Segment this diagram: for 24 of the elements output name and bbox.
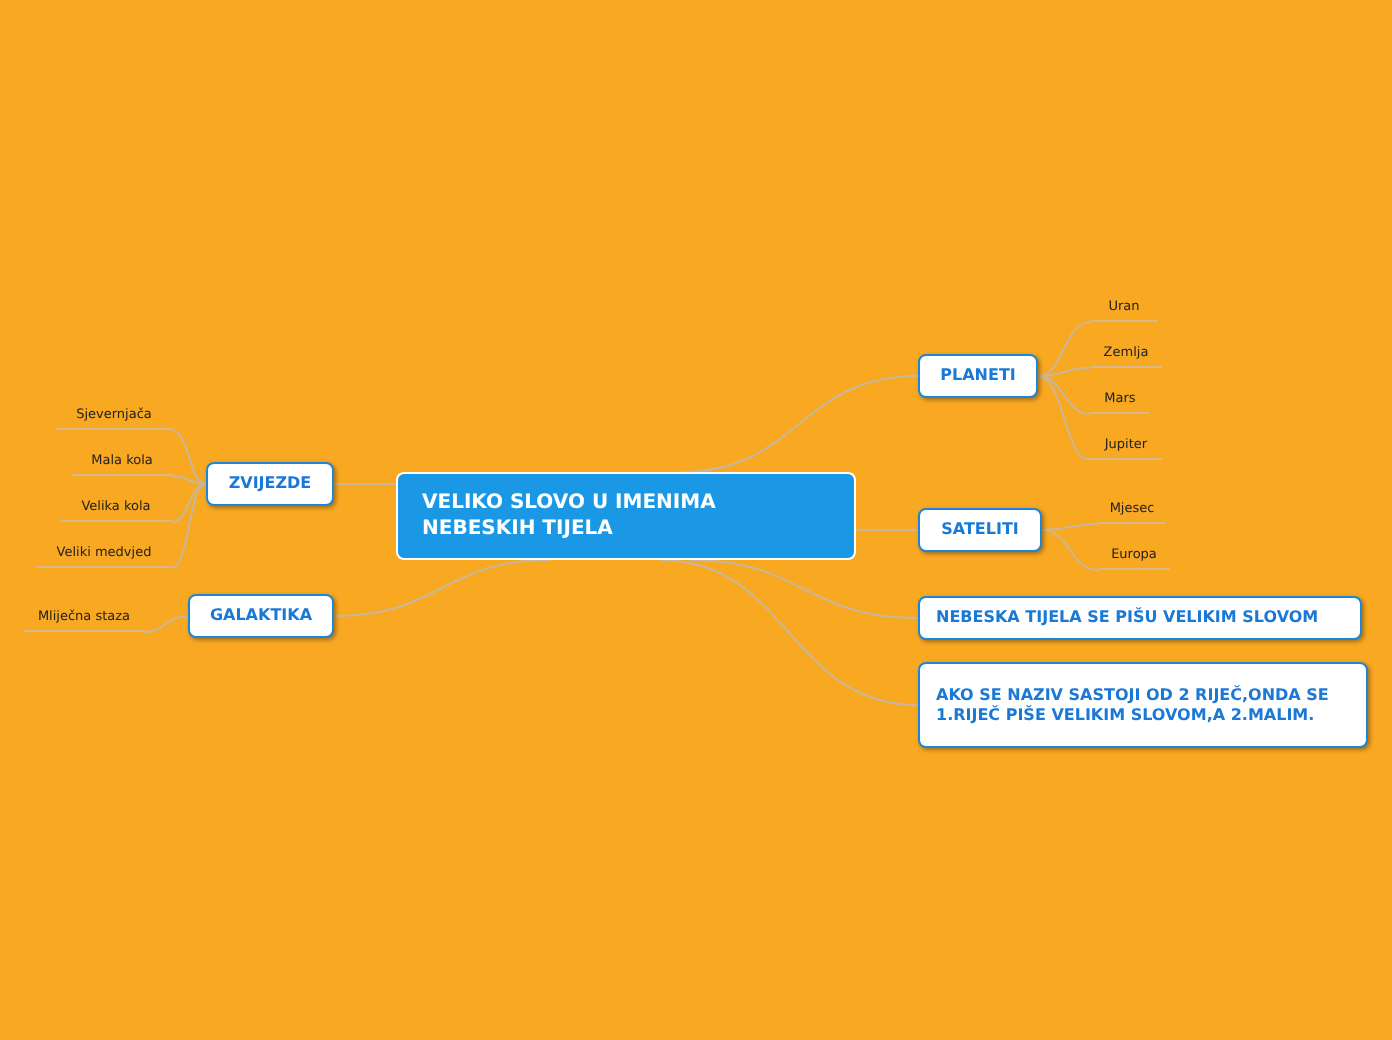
topic-box: ZVIJEZDE	[206, 462, 334, 506]
topic-box: SATELITI	[918, 508, 1042, 552]
topic-box: PLANETI	[918, 354, 1038, 398]
connector-line	[143, 615, 189, 633]
connector-line	[855, 529, 919, 531]
connector-line	[1037, 367, 1091, 377]
connector-line	[1041, 529, 1099, 571]
connector-line	[171, 483, 207, 569]
connector-line	[689, 559, 919, 619]
connector-line	[171, 475, 207, 485]
connector-line	[1037, 375, 1091, 415]
topic-box: AKO SE NAZIV SASTOJI OD 2 RIJEČ,ONDA SE 1.RIJEČ PIŠE VELIKIM SLOVOM,A 2.MALIM.	[918, 662, 1368, 748]
connector-line	[1037, 321, 1091, 377]
connector-line	[171, 429, 207, 485]
connector-line	[679, 375, 919, 473]
connector-line	[659, 559, 919, 706]
connector-line	[333, 483, 397, 485]
connector-line	[1037, 375, 1091, 461]
connector-line	[333, 559, 551, 617]
central-topic-box: VELIKO SLOVO U IMENIMA NEBESKIH TIJELA	[396, 472, 856, 560]
topic-box: GALAKTIKA	[188, 594, 334, 638]
connector-line	[171, 483, 207, 523]
topic-box: NEBESKA TIJELA SE PIŠU VELIKIM SLOVOM	[918, 596, 1362, 640]
connector-line	[1041, 523, 1099, 531]
